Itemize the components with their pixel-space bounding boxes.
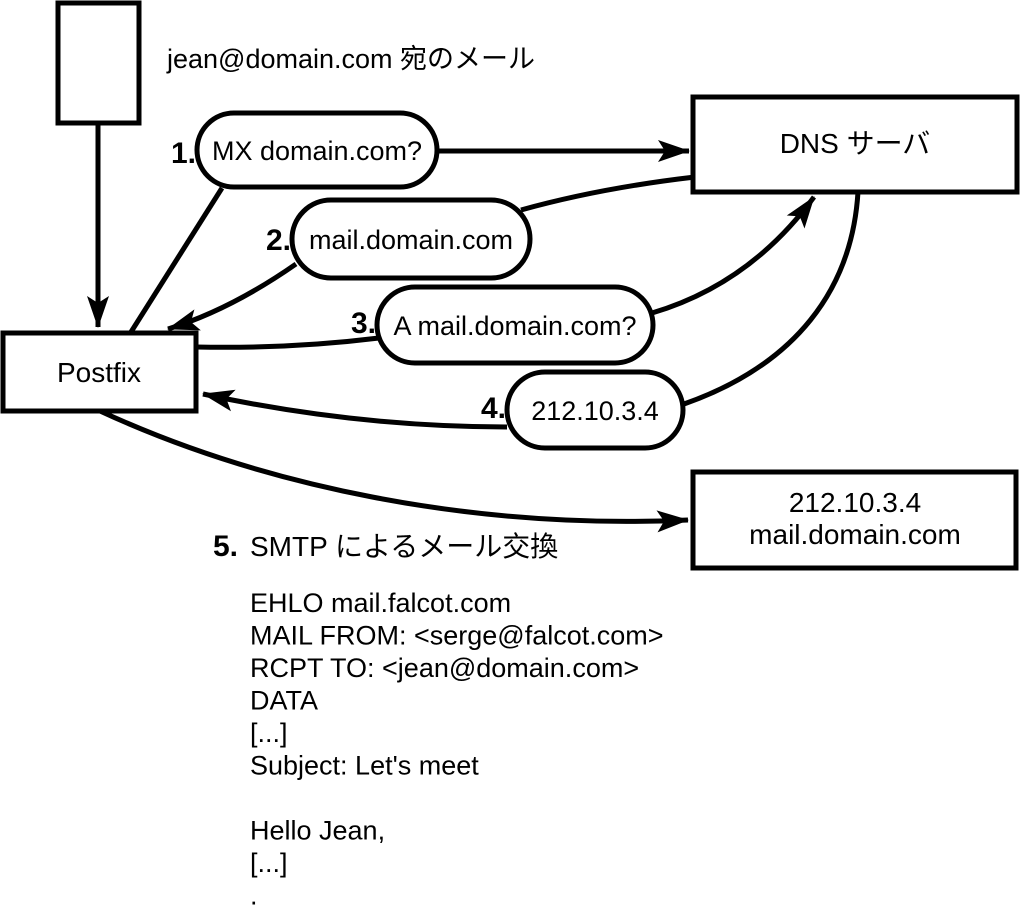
smtp-line: RCPT TO: <jean@domain.com> bbox=[250, 653, 639, 683]
query1-pill bbox=[194, 110, 440, 190]
smtp-line: [...] bbox=[250, 718, 288, 748]
query1-label: MX domain.com? bbox=[212, 136, 422, 166]
edge-dns-to-reply4 bbox=[683, 191, 861, 407]
step5-label: SMTP によるメール交換 bbox=[250, 531, 558, 562]
reply2-label: mail.domain.com bbox=[309, 225, 513, 255]
reply4-pill bbox=[504, 369, 686, 451]
envelope-icon bbox=[55, 0, 142, 126]
mail-server-hostname: mail.domain.com bbox=[749, 519, 961, 550]
postfix-node bbox=[0, 330, 199, 414]
query3-label: A mail.domain.com? bbox=[393, 311, 636, 341]
dns-server-label: DNS サーバ bbox=[780, 128, 931, 159]
smtp-line: . bbox=[250, 881, 258, 911]
step4-number: 4. bbox=[481, 392, 506, 425]
smtp-line: EHLO mail.falcot.com bbox=[250, 588, 511, 618]
smtp-line: Subject: Let's meet bbox=[250, 751, 479, 781]
step1-number: 1. bbox=[171, 137, 196, 170]
edge-postfix-to-mailserver-smtp bbox=[98, 408, 689, 533]
edge-query3-to-dns bbox=[651, 195, 817, 316]
edge-reply2-to-postfix bbox=[167, 261, 298, 332]
smtp-transcript: EHLO mail.falcot.com MAIL FROM: <serge@f… bbox=[250, 588, 664, 911]
mail-server-ip: 212.10.3.4 bbox=[789, 487, 921, 518]
postfix-label: Postfix bbox=[57, 357, 141, 388]
edge-postfix-to-query1 bbox=[128, 186, 225, 334]
smtp-line: DATA bbox=[250, 686, 318, 716]
edge-postfix-to-query3 bbox=[195, 335, 380, 350]
diagram-title: jean@domain.com 宛のメール bbox=[166, 44, 535, 74]
smtp-line: MAIL FROM: <serge@falcot.com> bbox=[250, 621, 664, 651]
dns-server-node bbox=[690, 94, 1020, 195]
query3-pill bbox=[374, 284, 656, 366]
reply2-pill bbox=[289, 197, 533, 281]
smtp-line: [...] bbox=[250, 848, 288, 878]
step3-number: 3. bbox=[351, 307, 376, 340]
smtp-line: Hello Jean, bbox=[250, 816, 385, 846]
reply4-label: 212.10.3.4 bbox=[531, 396, 659, 426]
step5-number: 5. bbox=[213, 530, 238, 563]
mail-server-node bbox=[690, 469, 1019, 571]
edge-reply4-to-postfix bbox=[202, 389, 508, 430]
step2-number: 2. bbox=[266, 224, 291, 257]
edge-dns-to-reply2 bbox=[520, 174, 696, 213]
